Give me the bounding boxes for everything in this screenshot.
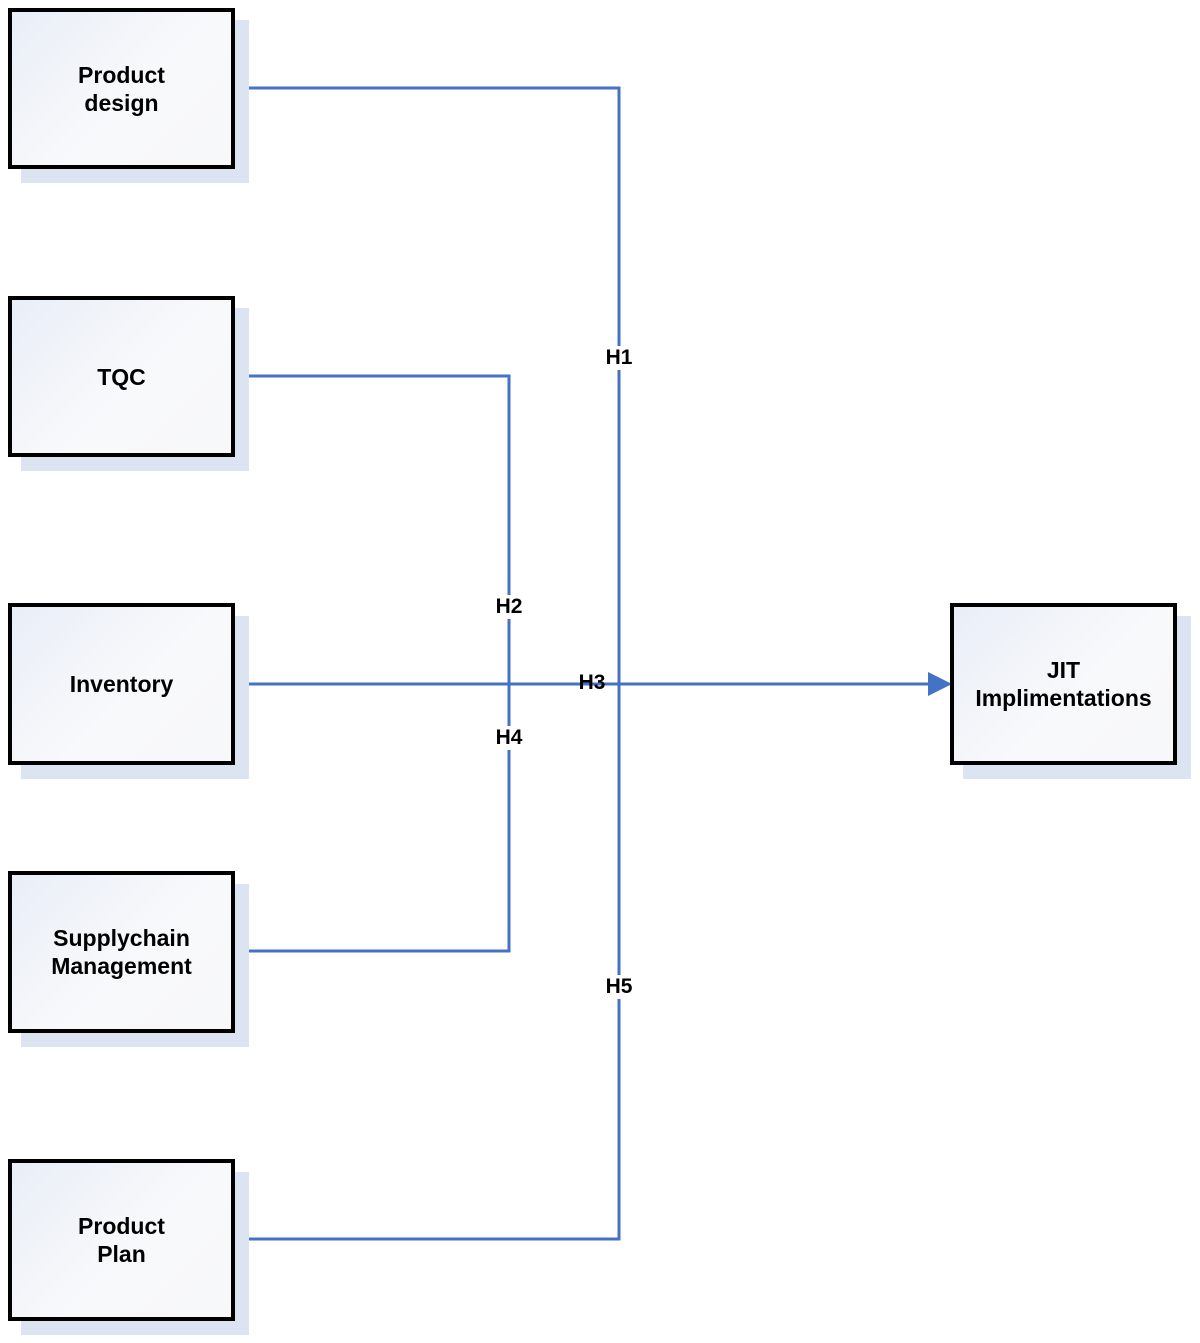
node-supplychain-management-label: Supplychain Management: [51, 925, 192, 979]
node-tqc-label: TQC: [97, 363, 146, 390]
node-product-design: Product design: [8, 8, 235, 169]
node-product-plan-label: Product Plan: [78, 1213, 165, 1267]
node-inventory: Inventory: [8, 603, 235, 765]
node-inventory-label: Inventory: [69, 671, 174, 697]
h2-connector: [231, 374, 511, 684]
h5-connector: [231, 684, 621, 1241]
node-product-plan: Product Plan: [8, 1159, 235, 1321]
h1-connector: [231, 86, 621, 684]
node-supplychain-management: Supplychain Management: [8, 871, 235, 1033]
edge-label-h1: H1: [602, 346, 636, 370]
edge-label-h2: H2: [492, 595, 526, 619]
h4-connector: [231, 684, 511, 953]
arrowhead-to-jit: [928, 672, 952, 696]
node-tqc: TQC: [8, 296, 235, 457]
edge-label-h4: H4: [492, 726, 526, 750]
node-product-design-label: Product design: [78, 61, 165, 116]
edge-label-h3: H3: [578, 671, 606, 694]
node-jit-implimentations-label: JIT Implimentations: [975, 657, 1152, 711]
node-jit-implimentations: JIT Implimentations: [950, 603, 1177, 765]
edge-label-h5: H5: [602, 975, 636, 999]
